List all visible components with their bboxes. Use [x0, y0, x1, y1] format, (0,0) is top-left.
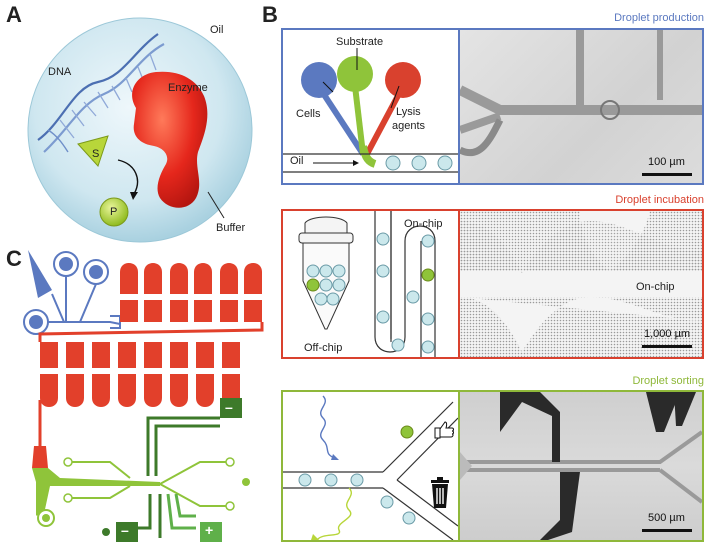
dna-helix-icon [37, 33, 165, 153]
reaction-arrow-icon [117, 159, 139, 195]
electrodes [130, 416, 220, 538]
droplet-sorting-title: Droplet sorting [632, 375, 704, 387]
enzyme-shape [132, 71, 208, 208]
sorting-region [32, 457, 235, 527]
lysis-label-line2: agents [392, 120, 426, 132]
panel-a-label: A [6, 2, 22, 27]
inlet-ports [23, 250, 121, 335]
yellow-wave-icon [316, 487, 352, 540]
scale-label: 100 µm [648, 156, 685, 168]
droplet-incubation-micrograph [460, 211, 702, 357]
electrode-sign-bottom-right: + [205, 522, 214, 538]
oil-inlet-label: Oil [290, 155, 304, 167]
off-chip-label: Off-chip [304, 342, 343, 354]
blue-wave-icon [320, 395, 336, 459]
enzyme-label: Enzyme [168, 82, 208, 94]
substrate-triangle [77, 135, 109, 167]
electrode-plus [200, 522, 222, 542]
buffer-label: Buffer [216, 222, 246, 234]
electrode-sign-bottom-left: – [121, 522, 129, 538]
electrode-sign-top-right: – [225, 399, 233, 415]
scale-bar [642, 529, 692, 532]
droplet [385, 155, 401, 171]
electrode-minus-bottom [116, 522, 138, 542]
electrode-minus-top [220, 398, 242, 418]
oil-label: Oil [210, 24, 224, 36]
scale-label: 1,000 µm [644, 328, 691, 340]
panel-b-label: B [262, 2, 278, 27]
droplet-production-micrograph [460, 30, 702, 183]
scale-bar [642, 345, 692, 348]
droplet [411, 155, 427, 171]
droplet-sorting-micrograph [460, 392, 702, 540]
droplet-incubation-schematic [298, 211, 436, 357]
dna-label: DNA [48, 66, 72, 78]
scale-label: 500 µm [648, 512, 685, 524]
panel-c-chip-layout [23, 250, 264, 542]
droplet-incubation-title: Droplet incubation [615, 194, 704, 206]
scale-bar [642, 173, 692, 176]
panel-a-droplet-illustration [27, 17, 253, 243]
incubation-serpentine [32, 263, 264, 468]
thumbs-up-icon [434, 421, 454, 439]
on-chip-schematic-label: On-chip [404, 218, 443, 230]
droplet-production-schematic [283, 48, 458, 173]
droplet-sorting-schematic [283, 395, 458, 540]
product-circle [99, 197, 129, 227]
substrate-s-label: S [92, 148, 100, 160]
panel-c-label: C [6, 246, 22, 271]
droplet [437, 155, 453, 171]
substrate-label: Substrate [336, 36, 384, 48]
on-chip-micrograph-label: On-chip [636, 281, 675, 293]
product-p-label: P [110, 206, 118, 218]
droplet-production-title: Droplet production [614, 12, 704, 24]
trash-icon [431, 477, 449, 508]
cells-label: Cells [296, 108, 321, 120]
lysis-label-line1: Lysis [396, 106, 421, 118]
